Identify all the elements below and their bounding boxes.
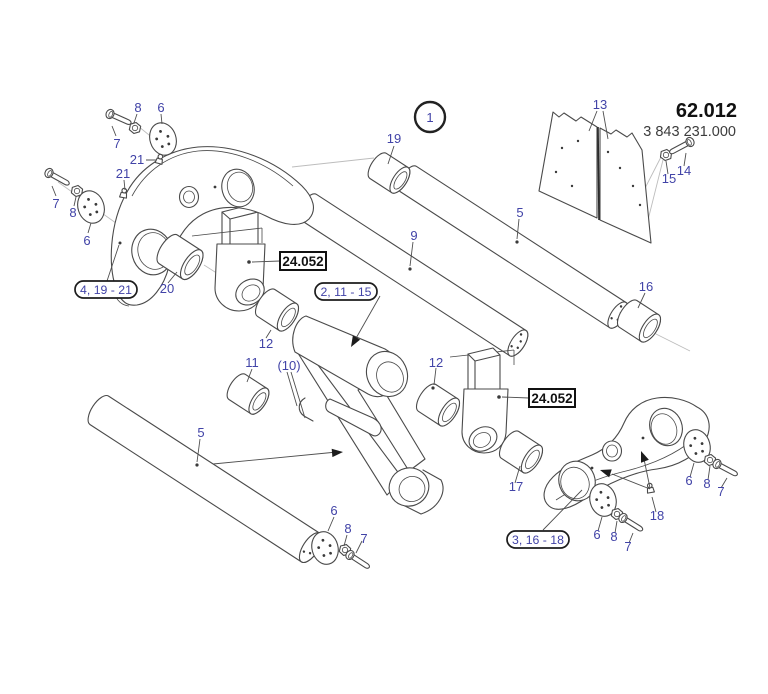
- link-2: [292, 315, 444, 515]
- group-label-2-11-15[interactable]: 2, 11 - 15: [314, 282, 378, 301]
- ref-box-24052-left[interactable]: 24.052: [279, 251, 327, 271]
- group-label-3-16-18[interactable]: 3, 16 - 18: [506, 530, 570, 549]
- part-number-label: 5: [197, 425, 204, 440]
- part-number-label: 8: [344, 521, 351, 536]
- part-number-label: 6: [157, 100, 164, 115]
- grease-nipple-21-b: [119, 187, 129, 199]
- tube-5-lower: [83, 391, 327, 567]
- part-number-label: 21: [116, 166, 130, 181]
- part-number-label: 8: [69, 205, 76, 220]
- part-number-label: 19: [387, 131, 401, 146]
- part-number-label: 15: [662, 171, 676, 186]
- part-number-label: 8: [134, 100, 141, 115]
- leader-lines: [51, 110, 728, 554]
- group-label-3-16-18-text: 3, 16 - 18: [512, 533, 564, 547]
- bracket-24052-left: [191, 204, 266, 312]
- ref-box-24052-right[interactable]: 24.052: [528, 388, 576, 408]
- part-number-label: 13: [593, 97, 607, 112]
- screw-7-right-bottom: [616, 511, 646, 535]
- part-number-label: 20: [160, 281, 174, 296]
- part-number-label: 18: [650, 508, 664, 523]
- part-number-label: 8: [610, 529, 617, 544]
- part-number-label: 5: [516, 205, 523, 220]
- screw-7-top-left-b: [42, 166, 72, 189]
- part-number-label: 7: [624, 539, 631, 554]
- plate-4: [110, 146, 315, 307]
- part-number-label: 21: [130, 152, 144, 167]
- part-number-label: (10): [277, 358, 300, 373]
- part-number-label: 6: [593, 527, 600, 542]
- assembly-arrows: [212, 295, 651, 490]
- screw-7-right-top: [710, 457, 740, 480]
- part-number: 3 843 231.000: [643, 124, 736, 140]
- part-number-label: 6: [83, 233, 90, 248]
- page-header: 62.012 3 843 231.000: [643, 100, 737, 140]
- part-number-label: 6: [330, 503, 337, 518]
- part-number-label: 7: [52, 196, 59, 211]
- page-code: 62.012: [676, 100, 737, 122]
- plate-3: [543, 396, 710, 510]
- guard-plate-13: [538, 111, 652, 244]
- part-number-label: 16: [639, 279, 653, 294]
- part-number-label: 12: [429, 355, 443, 370]
- pin-10-rod: [325, 398, 382, 437]
- guard-plate-rivets: [554, 139, 642, 207]
- part-number-label: 11: [245, 355, 259, 370]
- bushing-12-right: [411, 380, 465, 430]
- part-number-label: 7: [360, 531, 367, 546]
- part-number-label: 9: [410, 228, 417, 243]
- part-number-label: 12: [259, 336, 273, 351]
- screw-7-top-left-a: [103, 107, 134, 129]
- ref-box-24052-left-text: 24.052: [282, 254, 323, 269]
- group-label-4-19-21[interactable]: 4, 19 - 21: [74, 280, 138, 299]
- part-number-label: 7: [113, 136, 120, 151]
- pin-10-clip: [298, 397, 314, 422]
- part-number-label: 14: [677, 163, 691, 178]
- callout-1-number: 1: [426, 110, 433, 125]
- part-number-label: 7: [717, 484, 724, 499]
- screw-7-bottom: [343, 548, 373, 572]
- group-label-2-11-15-text: 2, 11 - 15: [320, 285, 371, 299]
- part-number-label: 8: [703, 476, 710, 491]
- bracket-24052-right: [449, 347, 515, 454]
- callout-1[interactable]: 1: [413, 100, 447, 134]
- ref-box-24052-right-text: 24.052: [531, 391, 572, 406]
- part-number-label: 17: [509, 479, 523, 494]
- bushing-11: [222, 370, 274, 418]
- part-number-label: 6: [685, 473, 692, 488]
- group-label-4-19-21-text: 4, 19 - 21: [80, 283, 132, 297]
